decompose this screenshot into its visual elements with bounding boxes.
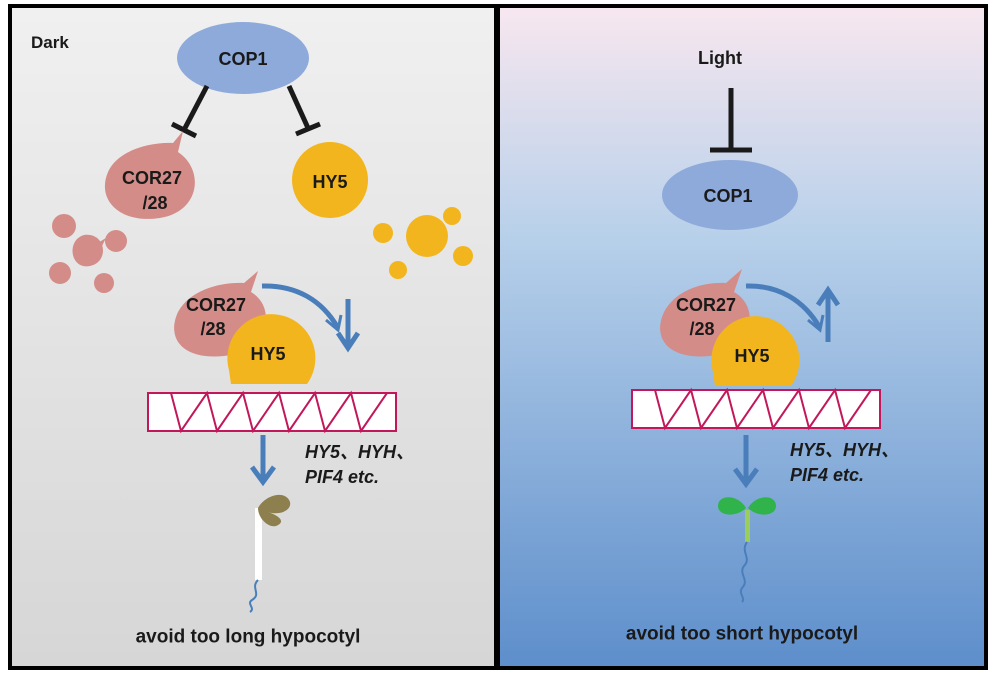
etiolated-seedling-icon [249, 494, 291, 613]
cor-to-hy5-curved-arrow-light [745, 283, 823, 330]
cor27-complex-dark-label-line1: COR27 [185, 295, 247, 315]
cop1-light-label: COP1 [703, 186, 753, 206]
dark-condition-label: Dark [31, 33, 69, 52]
target-genes-light-line1: HY5、HYH、 [790, 440, 900, 460]
cor-to-hy5-curved-arrow-dark [261, 283, 341, 330]
cop1-dark-label: COP1 [218, 49, 268, 69]
cop1-light-node [662, 160, 798, 230]
cor27-dark-node [104, 131, 195, 219]
hy5-complex-light-label: HY5 [734, 346, 770, 366]
transcription-arrow-dark [249, 435, 277, 487]
inhibit-light-cop1 [710, 88, 752, 153]
hy5-degraded-fragments [373, 207, 473, 279]
upregulation-arrow-light [815, 285, 841, 342]
transcription-arrow-light [732, 435, 760, 489]
target-genes-dark-line2: PIF4 etc. [305, 467, 380, 487]
inhibit-cop1-hy5-dark [286, 84, 321, 137]
cor27-dark-label-line2: /28 [142, 193, 168, 213]
cor27-complex-light-label-line1: COR27 [675, 295, 737, 315]
cor27-complex-light-label-line2: /28 [689, 319, 715, 339]
cor27-dark-label-line1: COR27 [121, 168, 183, 188]
cop1-dark-node [177, 22, 309, 94]
promoter-dna-dark [147, 390, 397, 434]
hy5-complex-dark [227, 314, 316, 384]
target-genes-dark-line1: HY5、HYH、 [305, 442, 415, 462]
downregulation-arrow-dark [335, 299, 361, 353]
target-genes-light-line2: PIF4 etc. [790, 465, 865, 485]
inhibit-cop1-cor-dark [170, 84, 210, 139]
hy5-dark-label: HY5 [312, 172, 348, 192]
cor27-degraded-fragments [49, 214, 127, 293]
cor27-complex-dark-label-line2: /28 [200, 319, 226, 339]
dark-outcome-caption: avoid too long hypocotyl [135, 626, 361, 648]
hy5-complex-dark-label: HY5 [250, 344, 286, 364]
promoter-dna-light [631, 387, 881, 431]
green-seedling-icon [718, 497, 776, 603]
hy5-complex-light [711, 316, 800, 386]
light-condition-label: Light [698, 48, 742, 68]
light-outcome-caption: avoid too short hypocotyl [625, 623, 859, 645]
hy5-dark-node [292, 142, 368, 218]
